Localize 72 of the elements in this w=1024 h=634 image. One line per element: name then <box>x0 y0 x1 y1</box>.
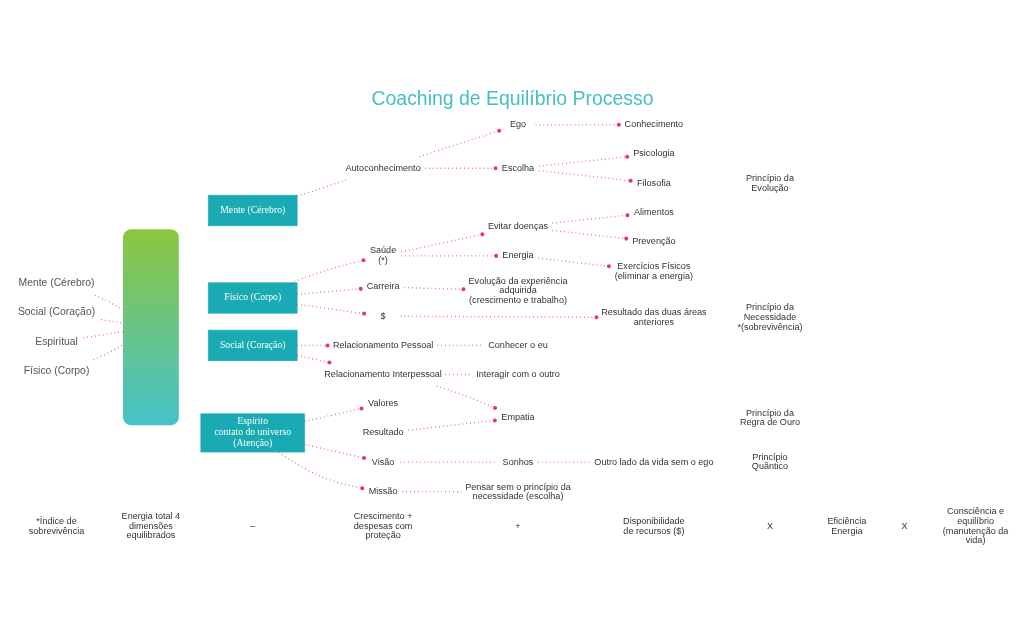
node-box: Espírito contato do universo (Atenção) <box>200 413 305 452</box>
label: Disponibilidade de recursos ($) <box>622 515 685 536</box>
connector <box>423 165 498 170</box>
node-text: Relacionamento Interpessoal <box>323 368 442 379</box>
connector <box>407 418 497 431</box>
connector <box>296 354 331 365</box>
node-text: Escolha <box>501 162 534 173</box>
connector <box>289 257 366 283</box>
node-text: Evolução da experiência adquirida (crescimento e trabalho) <box>468 275 567 305</box>
node-box: Mente (Cérebro) <box>207 194 297 226</box>
label: Eficiência Energia <box>826 515 866 536</box>
node-text: Alimentos <box>633 206 674 217</box>
node-label: (*) <box>377 254 388 265</box>
label: X <box>766 520 773 531</box>
label: Consciência e equilíbrio (manutenção da vida) <box>942 505 1008 545</box>
label: – <box>249 520 255 531</box>
connector <box>400 231 484 253</box>
connector <box>296 178 347 197</box>
node-text: Conhecimento <box>624 118 683 129</box>
connector <box>551 229 628 241</box>
connector <box>537 169 633 183</box>
node-text: Prevenção <box>631 235 676 246</box>
connector <box>296 342 330 347</box>
node-text: Interagir com o outro <box>475 368 560 379</box>
node-text: Exercícios Físicos (eliminar a energia) <box>614 260 693 281</box>
label: + <box>514 520 521 531</box>
node-text: Outro lado da vida sem o ego <box>593 456 713 467</box>
node-text: Evitar doenças <box>487 220 548 231</box>
label: Princípio da Regra de Ouro <box>739 407 800 427</box>
node-text: Físico (Corpo) <box>23 364 89 376</box>
connector <box>296 286 363 295</box>
node-text: Empatia <box>500 411 535 422</box>
node-text: Resultado das duas áreas anteriores <box>600 306 707 327</box>
node-text: $ <box>380 310 386 321</box>
node-text: Visão <box>371 456 394 467</box>
node-text: Filosofia <box>636 177 671 188</box>
connector <box>92 343 124 360</box>
node-text: Espiritual <box>34 335 78 347</box>
node-person <box>122 228 179 425</box>
node-text: Mente (Cérebro) <box>18 276 95 288</box>
node-text: Sonhos <box>502 456 533 467</box>
node-text: Social (Coração) <box>17 305 95 317</box>
node-text: Relacionamento Pessoal <box>332 339 433 350</box>
node-text: Valores <box>367 397 398 408</box>
connector <box>403 286 465 291</box>
connector <box>537 154 629 167</box>
node-text: Resultado <box>362 426 404 437</box>
diagram-title: Coaching de Equilíbrio Processo <box>370 86 654 109</box>
connector <box>436 344 484 346</box>
node-text: Energia <box>501 249 534 260</box>
node-text: Ego <box>509 118 526 129</box>
connector <box>537 256 611 268</box>
label: Princípio Quântico <box>751 451 788 471</box>
connector <box>296 303 366 316</box>
label: Crescimento + despesas com proteção <box>353 510 412 540</box>
node-box: Físico (Corpo) <box>207 281 297 314</box>
node-box: Social (Coração) <box>207 329 297 361</box>
connector <box>99 318 124 324</box>
label: *Índice de sobrevivência <box>28 515 84 536</box>
node-text: Pensar sem o princípio da necessidade (escolha) <box>464 481 571 501</box>
label: X <box>901 520 908 531</box>
label: Princípio da Evolução <box>745 172 794 192</box>
node-text: Autoconhecimento <box>345 162 421 173</box>
node-text: Carreira <box>366 280 399 291</box>
node-text: Missão <box>368 485 397 496</box>
connector <box>400 253 498 258</box>
node-text: Conhecer o eu <box>487 339 548 350</box>
label: Princípio da Necessidade *(sobrevivência) <box>736 301 803 332</box>
label: Energia total 4 dimensões equilibrados <box>121 510 180 540</box>
node-text: Psicologia <box>632 147 675 158</box>
connector <box>551 212 629 224</box>
node-text: Saúde <box>369 244 396 255</box>
